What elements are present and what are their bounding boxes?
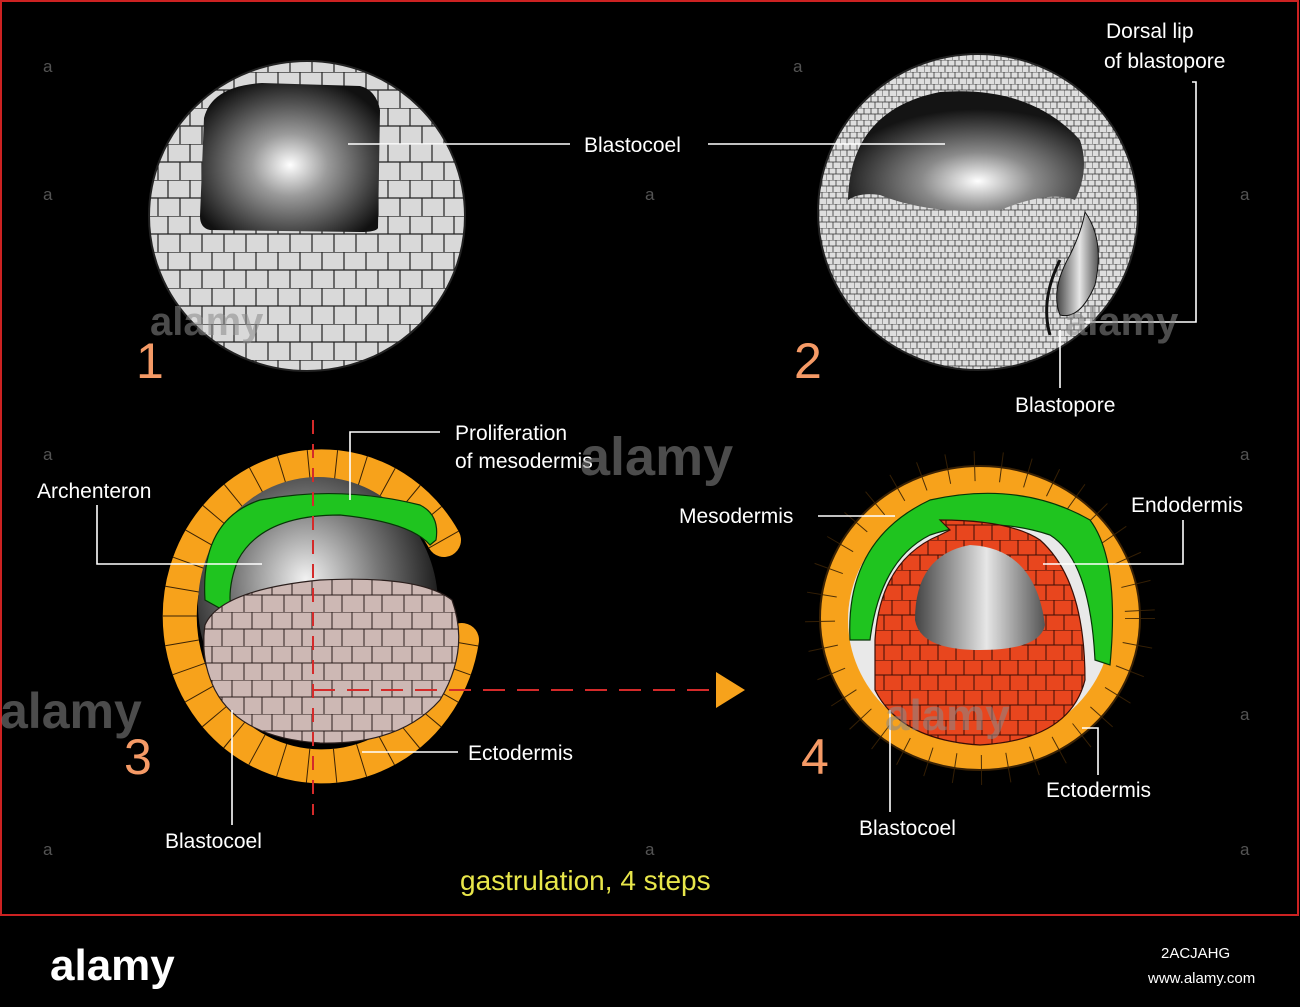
label-ectodermis-4: Ectodermis [1046, 779, 1151, 802]
mesoderm-layer-4 [849, 492, 1114, 666]
brand-logo: alamy [50, 941, 175, 990]
svg-text:a: a [1240, 840, 1250, 859]
watermark-overlay: alamy alamy alamy alamy alamy a a a a a … [0, 57, 1250, 859]
archenteron-slit-2 [1056, 210, 1099, 317]
embryo-step-2 [817, 53, 1139, 371]
svg-text:a: a [1240, 445, 1250, 464]
label-blastocoel-3: Blastocoel [165, 830, 262, 853]
svg-text:alamy: alamy [0, 683, 142, 739]
step-number-3: 3 [124, 729, 152, 785]
image-id: 2ACJAHG [1161, 945, 1230, 962]
label-dorsal-lip-line1: Dorsal lip [1106, 20, 1194, 43]
label-mesodermis: Mesodermis [679, 505, 793, 528]
embryo-step-4 [805, 451, 1155, 785]
blastocoel-cavity-1 [200, 83, 380, 232]
embryo-step-1 [148, 60, 466, 372]
svg-text:alamy: alamy [885, 691, 1010, 740]
svg-text:a: a [43, 185, 53, 204]
bottom-banner: alamy 2ACJAHG www.alamy.com [0, 917, 1300, 1007]
label-blastocoel-1: Blastocoel [584, 134, 681, 157]
yolk-cells-3 [203, 578, 460, 744]
svg-text:a: a [43, 840, 53, 859]
step-number-1: 1 [136, 333, 164, 389]
svg-text:alamy: alamy [150, 300, 264, 344]
label-blastocoel-4: Blastocoel [859, 817, 956, 840]
embryo-step-3 [162, 449, 479, 784]
step-number-2: 2 [794, 333, 822, 389]
archenteron-4 [915, 545, 1045, 650]
svg-text:alamy: alamy [1065, 300, 1179, 344]
svg-text:a: a [645, 185, 655, 204]
label-ectodermis-3: Ectodermis [468, 742, 573, 765]
label-proliferation-line2: of mesodermis [455, 450, 593, 473]
blastocoel-cavity-2 [848, 91, 1084, 211]
label-archenteron: Archenteron [37, 480, 151, 503]
leader-lines [96, 81, 1197, 825]
label-proliferation-line1: Proliferation [455, 422, 567, 445]
caption: gastrulation, 4 steps [460, 865, 711, 896]
mesoderm-layer-3 [204, 493, 438, 617]
step-number-4: 4 [801, 729, 829, 785]
svg-text:a: a [793, 57, 803, 76]
svg-text:alamy: alamy [580, 427, 733, 487]
svg-text:a: a [43, 445, 53, 464]
arrow-head [716, 672, 745, 708]
label-endodermis: Endodermis [1131, 494, 1243, 517]
svg-text:a: a [1240, 705, 1250, 724]
site-url: www.alamy.com [1147, 970, 1255, 987]
label-blastopore: Blastopore [1015, 394, 1115, 417]
svg-text:a: a [1240, 185, 1250, 204]
ectoderm-layer-3 [162, 449, 479, 784]
red-axis-lines [312, 420, 745, 815]
svg-text:a: a [43, 57, 53, 76]
svg-text:a: a [645, 840, 655, 859]
frame-border [0, 0, 1299, 916]
label-dorsal-lip-line2: of blastopore [1104, 50, 1225, 73]
blastopore-mark [1045, 259, 1062, 336]
